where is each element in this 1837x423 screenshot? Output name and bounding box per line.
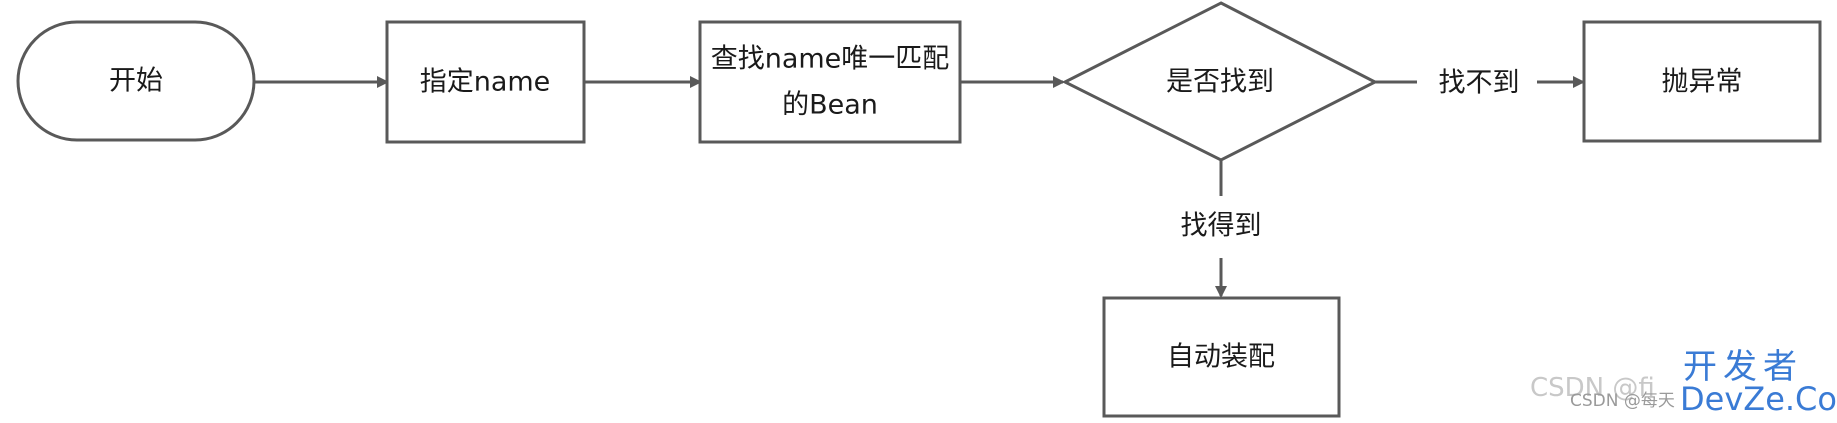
node-found-decision-label: 是否找到 [1166, 67, 1274, 98]
node-find-unique: 查找name唯一匹配 的Bean [698, 20, 962, 144]
watermark-csdn-small: CSDN @每天 [1570, 391, 1675, 411]
node-throw-exception-label: 抛异常 [1662, 67, 1743, 98]
watermark-brand-bottom: DevZe.CoM [1680, 380, 1837, 418]
edge-found-label: 找得到 [1181, 211, 1262, 242]
node-specify-name-label: 指定name [420, 67, 551, 98]
node-throw-exception: 抛异常 [1582, 20, 1822, 143]
watermark: CSDN @fi CSDN @每天 开发者 DevZe.CoM [1530, 347, 1837, 418]
edge-not-found-label: 找不到 [1439, 68, 1520, 99]
node-autowire-label: 自动装配 [1167, 342, 1275, 373]
node-find-unique-label-1: 查找name唯一匹配 [711, 44, 950, 75]
watermark-brand-top: 开发者 [1683, 347, 1803, 387]
node-autowire: 自动装配 [1102, 296, 1341, 418]
watermark-csdn-large: CSDN @fi [1530, 373, 1655, 403]
node-specify-name: 指定name [385, 20, 586, 144]
node-found-decision: 是否找到 [1061, 1, 1379, 162]
node-find-unique-label-2: 的Bean [782, 90, 878, 121]
node-start-label: 开始 [109, 66, 163, 97]
node-start: 开始 [16, 20, 256, 142]
